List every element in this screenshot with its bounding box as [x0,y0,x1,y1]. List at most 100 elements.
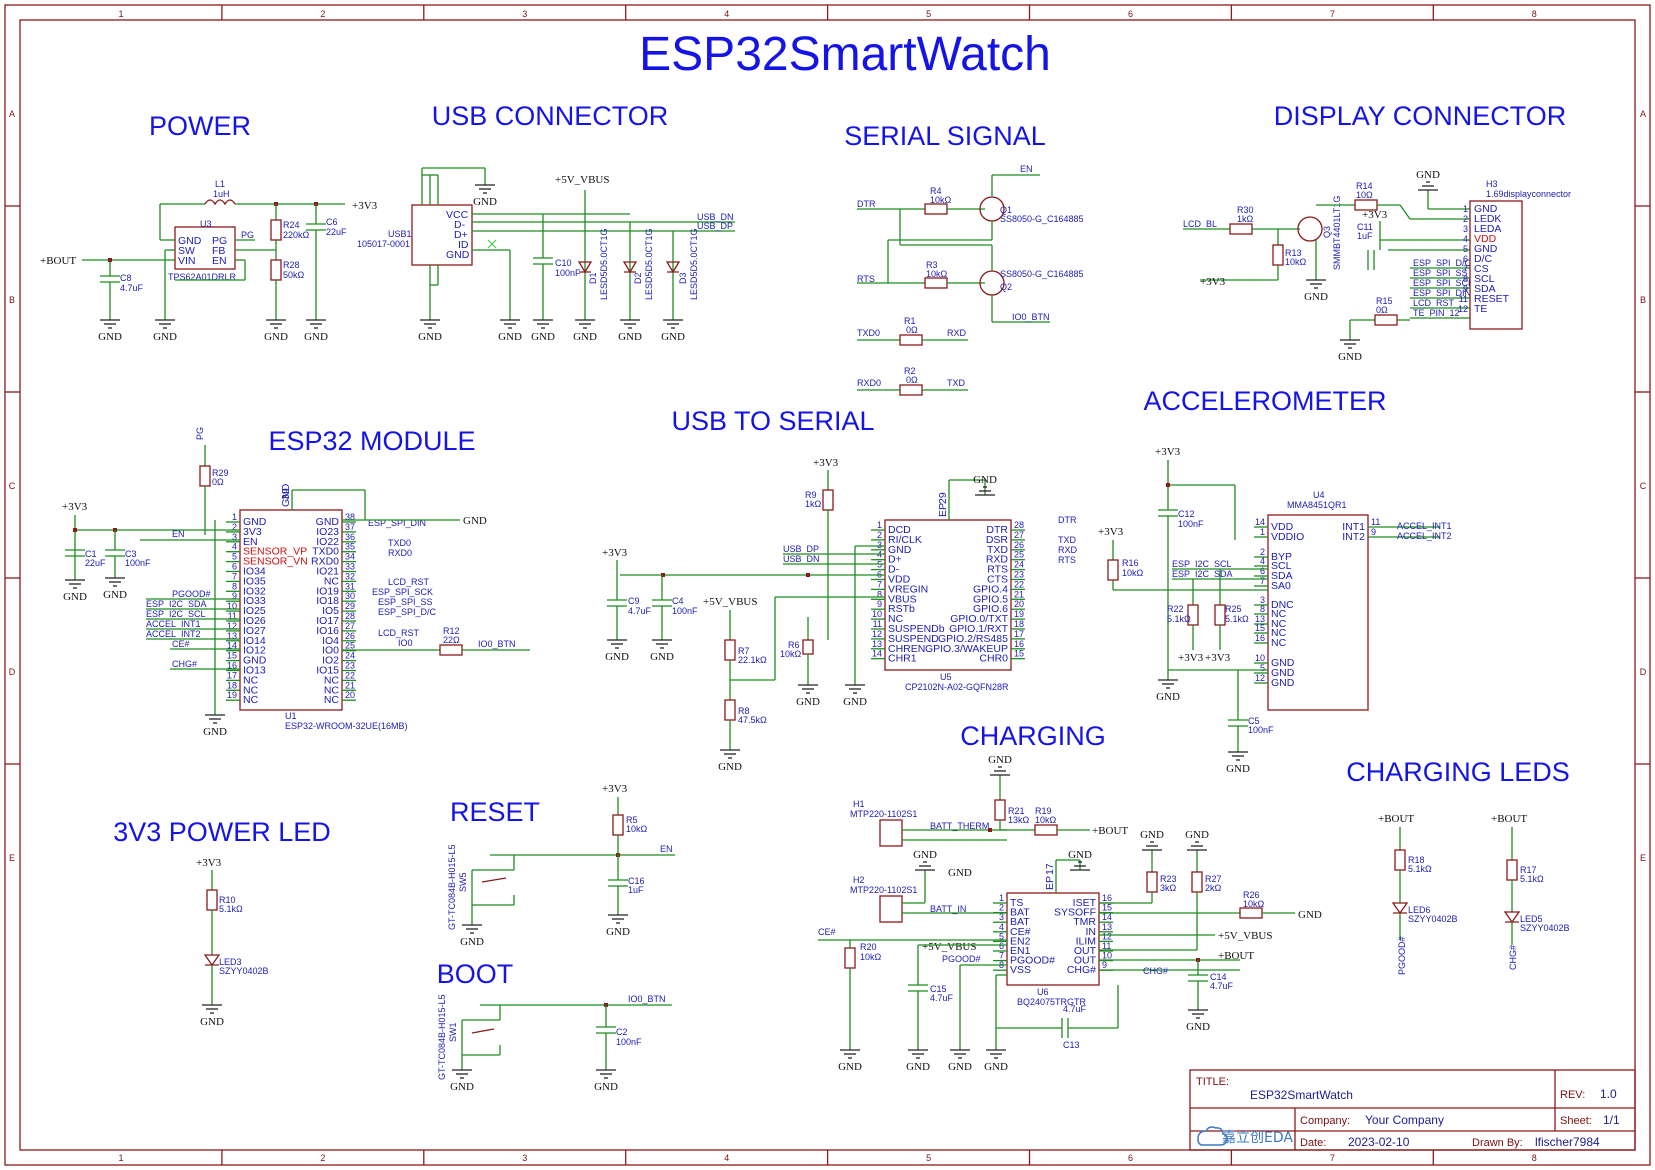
svg-text:RXD: RXD [947,328,967,338]
pin-name: RI/CLK [888,534,922,546]
svg-text:+3V3: +3V3 [1178,652,1204,664]
pin-number: 19 [1014,609,1024,619]
pin-name: TXD0 [312,546,339,558]
svg-text:IO0: IO0 [398,638,413,648]
pin-name: VDD [888,574,911,586]
pin-name: IO18 [316,595,339,607]
svg-text:R8: R8 [738,706,750,716]
svg-text:3kΩ: 3kΩ [1160,883,1177,893]
svg-text:10Ω: 10Ω [1356,190,1373,200]
ground-label: GND [573,331,597,343]
svg-text:+BOUT: +BOUT [1218,950,1254,962]
tb-company: Your Company [1365,1113,1444,1127]
svg-text:TXD: TXD [1058,535,1077,545]
frame-col-label: 2 [320,1153,325,1163]
svg-text:ID: ID [458,239,469,251]
frame-col-label: 4 [724,9,729,19]
svg-text:TE_PIN_12: TE_PIN_12 [1413,308,1460,318]
pin-name: DTR [986,524,1008,536]
svg-text:+5V_VBUS: +5V_VBUS [1218,930,1273,942]
pin-number: 6 [999,941,1004,951]
pin-name: DNC [1271,599,1294,611]
pin-name: TE [1474,303,1487,315]
pin-name: IO4 [322,635,339,647]
svg-text:U3: U3 [200,219,212,229]
pin-number: 26 [345,631,355,641]
svg-text:TXD0: TXD0 [388,538,411,548]
svg-text:0Ω: 0Ω [906,375,918,385]
pin-name: CHR0 [979,653,1008,665]
ground-label: GND [304,331,328,343]
pin-name: GPIO.0/TXT [950,613,1008,625]
pin-number: 25 [1014,550,1024,560]
pin-number: 8 [1463,274,1468,284]
heading-charging-leds: CHARGING LEDS [1346,757,1570,787]
pin-name: IO26 [243,615,266,627]
pin-number: 22 [345,670,355,680]
svg-text:10kΩ: 10kΩ [1243,899,1265,909]
svg-text:LESD5D5.0CT1G: LESD5D5.0CT1G [689,228,699,300]
svg-text:DTR: DTR [857,199,876,209]
pin-number: 10 [1255,653,1265,663]
svg-text:+3V3: +3V3 [1200,276,1226,288]
pin-name: IO21 [316,566,339,578]
svg-text:SZYY0402B: SZYY0402B [1520,923,1570,933]
pin-name: GND [1271,657,1295,669]
frame-row-label: D [1640,667,1647,677]
svg-text:5.1kΩ: 5.1kΩ [1520,874,1544,884]
svg-text:FB: FB [212,245,225,257]
svg-text:1.69displayconnector: 1.69displayconnector [1486,189,1571,199]
svg-text:C5: C5 [1248,716,1260,726]
pin-number: 27 [345,621,355,631]
svg-text:EN: EN [660,844,673,854]
ground-label: GND [1186,1021,1210,1033]
ground-label: GND [63,591,87,603]
pin-name: VDD [1271,521,1294,533]
frame-col-label: 1 [118,9,123,19]
svg-text:+3V3: +3V3 [196,857,222,869]
svg-text:ESP_I2C_SDA: ESP_I2C_SDA [1172,569,1233,579]
pin-name: GPIO.1/RXT [949,623,1009,635]
pin-name: IO35 [243,575,266,587]
svg-text:R12: R12 [443,626,460,636]
title-block: TITLE: ESP32SmartWatch REV: 1.0 Company:… [1189,1069,1636,1151]
usb-connector-section: USB1 105017-0001 VCC D- D+ ID GND USB_DN… [357,167,735,320]
pin-number: 9 [1102,960,1107,970]
pin-number: 20 [345,690,355,700]
ground-label: GND [1338,351,1362,363]
svg-text:R26: R26 [1243,890,1260,900]
pin-name: RTS [987,564,1008,576]
svg-text:SW5: SW5 [458,872,468,892]
pin-number: 12 [872,629,882,639]
pin-name: SDA [1474,283,1496,295]
svg-text:ESP32-WROOM-32UE(16MB): ESP32-WROOM-32UE(16MB) [285,721,408,731]
pin-number: 22 [1014,579,1024,589]
pin-name: NC [243,684,259,696]
pin-number: 26 [1014,540,1024,550]
frame-row-label: C [1640,481,1647,491]
ground-label: GND [984,1061,1008,1073]
ground-label: GND [948,1061,972,1073]
pin-name: RXD0 [311,556,339,568]
svg-text:R24: R24 [283,220,300,230]
svg-text:10kΩ: 10kΩ [930,195,952,205]
pin-name: IO17 [316,615,339,627]
svg-text:LESD5D5.0CT1G: LESD5D5.0CT1G [644,228,654,300]
ground-label: GND [988,754,1012,766]
svg-text:10kΩ: 10kΩ [860,952,882,962]
svg-text:IO0_BTN: IO0_BTN [628,994,666,1004]
svg-text:EN: EN [212,255,227,267]
svg-text:C16: C16 [628,876,645,886]
svg-text:C8: C8 [120,273,132,283]
pin-name: NC [243,694,259,706]
pin-number: 4 [1260,556,1265,566]
pin-name: IO23 [316,526,339,538]
svg-text:PG: PG [241,230,254,240]
svg-text:ESP_SPI_D/C: ESP_SPI_D/C [378,607,437,617]
svg-text:R4: R4 [930,186,942,196]
svg-text:1kΩ: 1kΩ [805,499,822,509]
svg-text:L1: L1 [215,179,225,189]
